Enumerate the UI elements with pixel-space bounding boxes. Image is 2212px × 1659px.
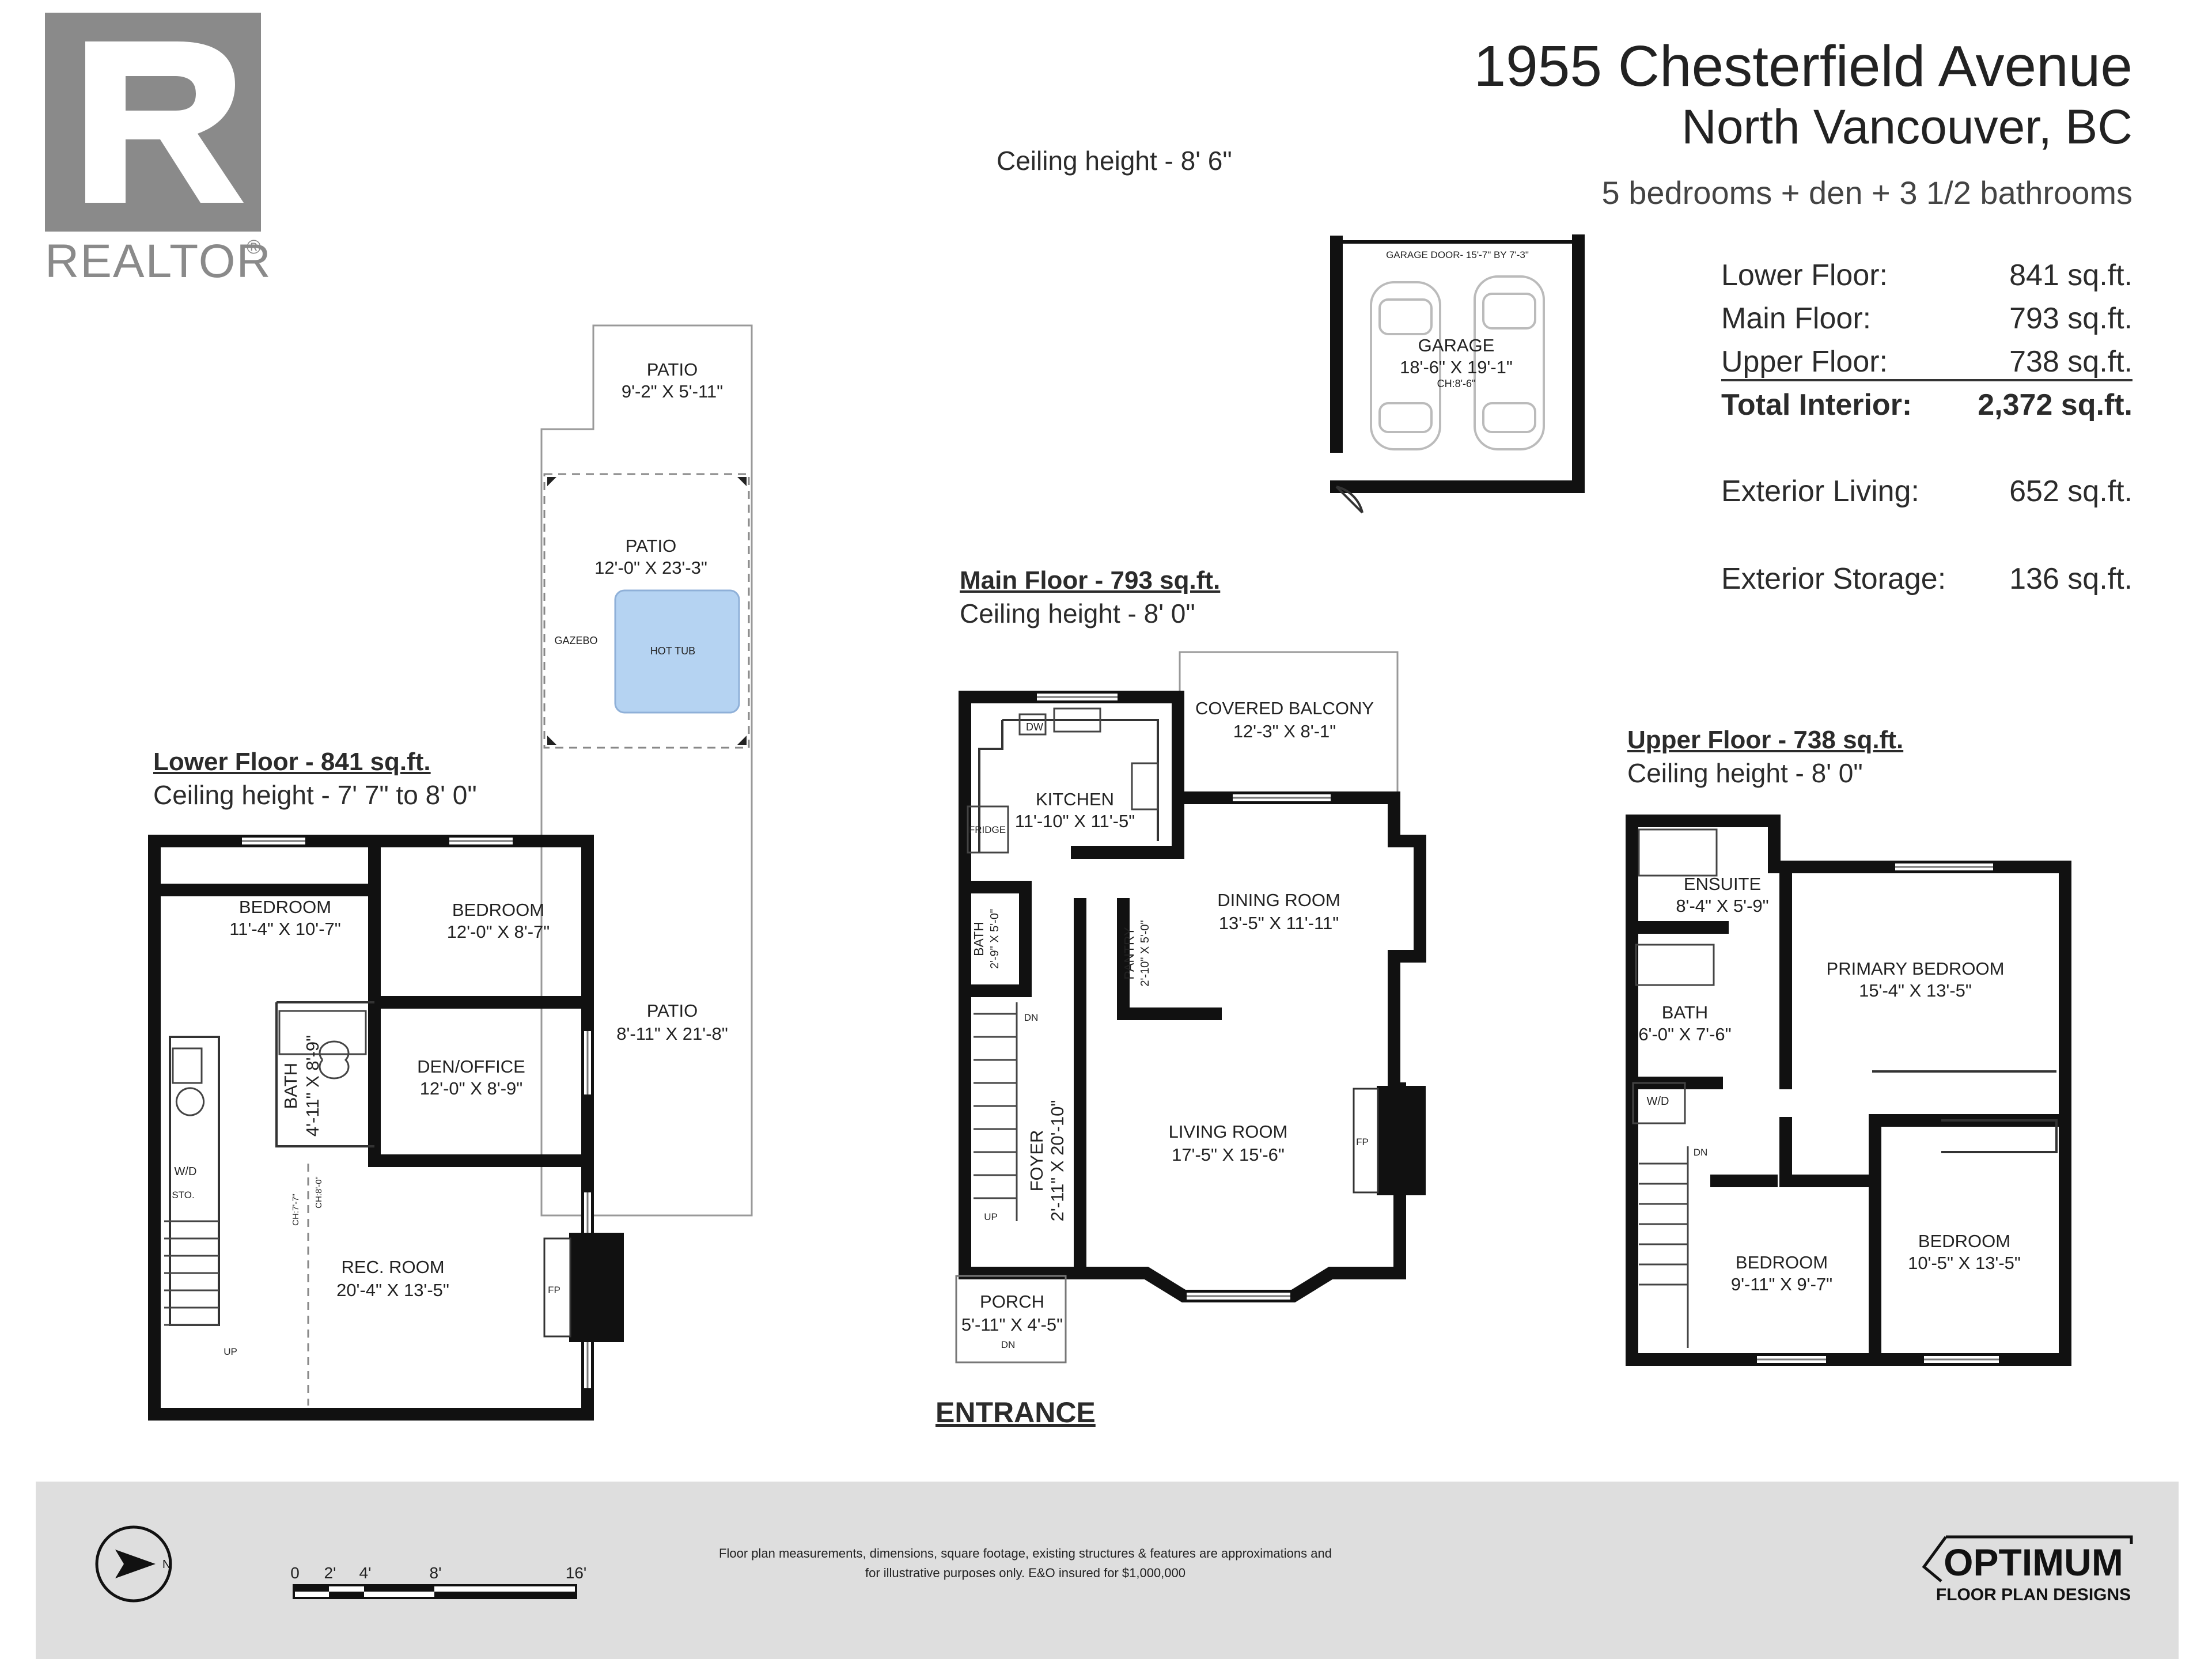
ensuite-label: ENSUITE xyxy=(1684,874,1761,894)
lower-wd-label: W/D xyxy=(175,1165,197,1178)
covered-balcony-label: COVERED BALCONY xyxy=(1195,698,1374,718)
patio-side-dims: 8'-11" X 21'-8" xyxy=(616,1024,728,1044)
lower-ch1: CH:7'-7" xyxy=(291,1194,301,1226)
upper-floor-ceiling: Ceiling height - 8' 0" xyxy=(1627,758,1863,788)
covered-balcony-dims: 12'-3" X 8'-1" xyxy=(1233,721,1336,741)
upper-bath-dims: 6'-0" X 7'-6" xyxy=(1638,1024,1731,1044)
main-up-label: UP xyxy=(984,1211,998,1222)
footer-bar xyxy=(36,1482,2179,1659)
dining-room-dims: 13'-5" X 11'-11" xyxy=(1219,913,1339,933)
upper-dn-label: DN xyxy=(1694,1147,1708,1158)
realtor-logo: REALTOR ® xyxy=(45,13,271,289)
patio-mid-dims: 12'-0" X 23'-3" xyxy=(594,558,707,578)
realtor-logo-mark xyxy=(45,13,261,232)
upper-bedroom-2-dims: 10'-5" X 13'-5" xyxy=(1908,1253,2021,1273)
kitchen-label: KITCHEN xyxy=(1036,789,1114,809)
upper-bedroom-2-label: BEDROOM xyxy=(1918,1231,2010,1251)
ensuite-dims: 8'-4" X 5'-9" xyxy=(1676,896,1768,916)
lower-bath-label: BATH xyxy=(281,1063,301,1109)
patio-top-label: PATIO xyxy=(647,359,698,380)
disclaimer-line-2: for illustrative purposes only. E&O insu… xyxy=(865,1566,1185,1580)
patio-side-label: PATIO xyxy=(647,1001,698,1021)
pantry-dims: 2'-10" X 5'-0" xyxy=(1139,920,1152,986)
lower-ch2: CH:8'-0" xyxy=(314,1176,324,1209)
main-bath-label: BATH xyxy=(971,922,986,956)
garage-dims: 18'-6" X 19'-1" xyxy=(1400,357,1513,377)
dining-room-label: DINING ROOM xyxy=(1217,890,1340,910)
disclaimer-line-1: Floor plan measurements, dimensions, squ… xyxy=(719,1546,1332,1560)
lower-bedroom-1-label: BEDROOM xyxy=(239,897,331,917)
upper-floor-plan: ENSUITE 8'-4" X 5'-9" PRIMARY BEDROOM 15… xyxy=(1626,815,2071,1366)
main-bath-dims: 2'-9" X 5'-0" xyxy=(988,909,1001,969)
lower-bedroom-2-dims: 12'-0" X 8'-7" xyxy=(447,922,550,942)
main-floor-ceiling: Ceiling height - 8' 0" xyxy=(960,599,1195,628)
main-floor-plan: COVERED BALCONY 12'-3" X 8'-1" KITCHEN 1… xyxy=(955,651,1426,1363)
upper-bath-label: BATH xyxy=(1662,1002,1708,1022)
main-dn-label: DN xyxy=(1024,1012,1039,1023)
hot-tub xyxy=(614,589,740,714)
realtor-logo-reg: ® xyxy=(247,236,262,258)
hot-tub-label: HOT TUB xyxy=(650,645,695,657)
lower-sto-label: STO. xyxy=(172,1190,194,1200)
car-icon xyxy=(1474,275,1545,450)
porch-dn-label: DN xyxy=(1001,1339,1016,1350)
property-summary: 5 bedrooms + den + 3 1/2 bathrooms xyxy=(1601,175,2133,211)
pantry-label: PANTRY xyxy=(1122,927,1137,979)
car-icon xyxy=(1370,281,1441,450)
living-room-label: LIVING ROOM xyxy=(1169,1122,1288,1142)
main-floor-title: Main Floor - 793 sq.ft. xyxy=(960,566,1221,594)
upper-floor-title: Upper Floor - 738 sq.ft. xyxy=(1627,726,1904,754)
lower-fp-label: FP xyxy=(548,1285,560,1296)
main-fp-label: FP xyxy=(1356,1137,1369,1147)
property-address: 1955 Chesterfield Avenue xyxy=(1474,34,2133,99)
lower-bedroom-1-dims: 11'-4" X 10'-7" xyxy=(229,919,341,939)
kitchen-dims: 11'-10" X 11'-5" xyxy=(1015,811,1135,831)
footer-disclaimer: Floor plan measurements, dimensions, squ… xyxy=(709,1544,1342,1583)
garage: GARAGE DOOR- 15'-7" BY 7'-3" GARAGE 18'-… xyxy=(1330,234,1585,514)
garage-label: GARAGE xyxy=(1418,335,1495,355)
realtor-logo-text: REALTOR xyxy=(45,235,272,287)
lower-up-label: UP xyxy=(224,1346,237,1357)
lower-floor-ceiling: Ceiling height - 7' 7" to 8' 0" xyxy=(153,780,477,810)
foyer-label: FOYER xyxy=(1027,1130,1047,1192)
fridge-label: FRIDGE xyxy=(969,824,1006,835)
upper-bedroom-1-dims: 9'-11" X 9'-7" xyxy=(1731,1274,1832,1294)
lower-floor-title: Lower Floor - 841 sq.ft. xyxy=(153,748,431,776)
garage-door-label: GARAGE DOOR- 15'-7" BY 7'-3" xyxy=(1386,249,1529,260)
living-room-dims: 17'-5" X 15'-6" xyxy=(1172,1145,1285,1165)
foyer-dims: 2'-11" X 20'-10" xyxy=(1047,1100,1067,1222)
porch-dims: 5'-11" X 4'-5" xyxy=(961,1315,1063,1335)
primary-bedroom-label: PRIMARY BEDROOM xyxy=(1827,959,2005,979)
patio-area: PATIO 9'-2" X 5'-11" PATIO 12'-0" X 23'-… xyxy=(540,324,753,1217)
den-office-label: DEN/OFFICE xyxy=(417,1056,525,1077)
patio-mid-label: PATIO xyxy=(626,536,676,556)
patio-top-dims: 9'-2" X 5'-11" xyxy=(622,381,723,402)
lower-bedroom-2-label: BEDROOM xyxy=(452,900,544,920)
upper-wd-label: W/D xyxy=(1647,1095,1669,1108)
upper-bedroom-1-label: BEDROOM xyxy=(1736,1252,1828,1272)
property-city: North Vancouver, BC xyxy=(1681,100,2133,154)
garage-ceiling: CH:8'-6" xyxy=(1437,378,1476,389)
top-ceiling-height: Ceiling height - 8' 6" xyxy=(997,146,1232,176)
rec-room-dims: 20'-4" X 13'-5" xyxy=(336,1280,449,1300)
rec-room-label: REC. ROOM xyxy=(341,1257,444,1277)
den-office-dims: 12'-0" X 8'-9" xyxy=(420,1078,523,1099)
lower-bath-dims: 4'-11" X 8'-9" xyxy=(302,1035,323,1137)
primary-bedroom-dims: 15'-4" X 13'-5" xyxy=(1859,980,1972,1001)
porch-label: PORCH xyxy=(980,1291,1044,1312)
dw-label: DW xyxy=(1026,721,1043,733)
entrance-label: ENTRANCE xyxy=(935,1396,1096,1429)
lower-floor-plan: BEDROOM 11'-4" X 10'-7" BEDROOM 12'-0" X… xyxy=(148,835,624,1421)
gazebo-label: GAZEBO xyxy=(554,635,597,646)
